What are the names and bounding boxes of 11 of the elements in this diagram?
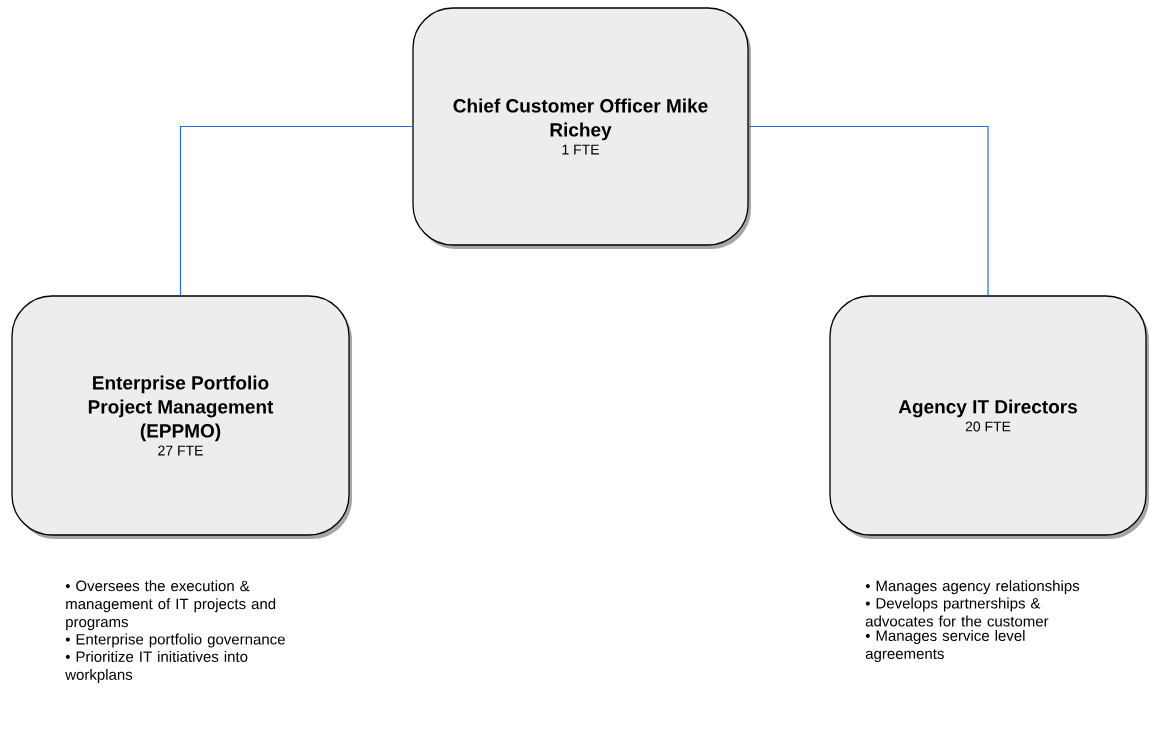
description-text: • Enterprise portfolio governance [65, 633, 285, 648]
description-text: • Prioritize IT initiatives into workplans [65, 650, 248, 683]
description-text: • Manages agency relationships [865, 580, 1080, 595]
description-text: • Develops partnerships & advocates for the customer [865, 597, 1049, 627]
connector-line [179, 125, 413, 296]
org-box: Chief Customer Officer Mike Richey 1 FTE [412, 7, 751, 249]
org-box: Agency IT Directors 20 FTE [829, 295, 1149, 539]
description-text: • Oversees the execution & management of IT projects and programs [65, 580, 276, 631]
connector-line [748, 125, 989, 296]
description-text: • Manages service level agreements [865, 630, 1025, 662]
org-box: Enterprise Portfolio Project Management (EPPMO) 27 FTE [11, 295, 352, 539]
